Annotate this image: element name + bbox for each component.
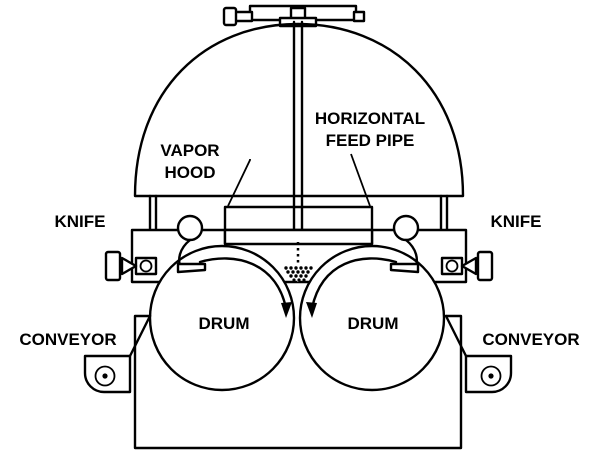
right-drum (298, 244, 446, 392)
left-drum-rotation-arrow (198, 257, 292, 318)
drum-left-label: DRUM (199, 314, 250, 333)
feed-pipe-label-line1: HORIZONTAL (315, 109, 425, 128)
hood-inner-walls (223, 205, 374, 246)
vapor-hood-label-line2: HOOD (165, 163, 216, 182)
hood-side-walls (148, 194, 449, 232)
left-conveyor (83, 314, 152, 394)
conveyor-right-label: CONVEYOR (482, 330, 579, 349)
vapor-hood-label-line1: VAPOR (160, 141, 219, 160)
drum-right-label: DRUM (348, 314, 399, 333)
vapor-hood-dome (133, 22, 465, 198)
knife-right-label: KNIFE (491, 212, 542, 231)
top-fitting (222, 4, 366, 28)
left-knife-assembly (104, 214, 207, 282)
right-drum-rotation-arrow (306, 257, 398, 318)
feed-pool (283, 242, 313, 282)
feed-pipe-label-line2: FEED PIPE (326, 131, 415, 150)
right-conveyor (444, 314, 513, 394)
base-frame (133, 314, 463, 450)
label-leader-lines (227, 153, 371, 207)
knife-left-label: KNIFE (55, 212, 106, 231)
right-knife-assembly (389, 214, 494, 282)
conveyor-left-label: CONVEYOR (19, 330, 116, 349)
